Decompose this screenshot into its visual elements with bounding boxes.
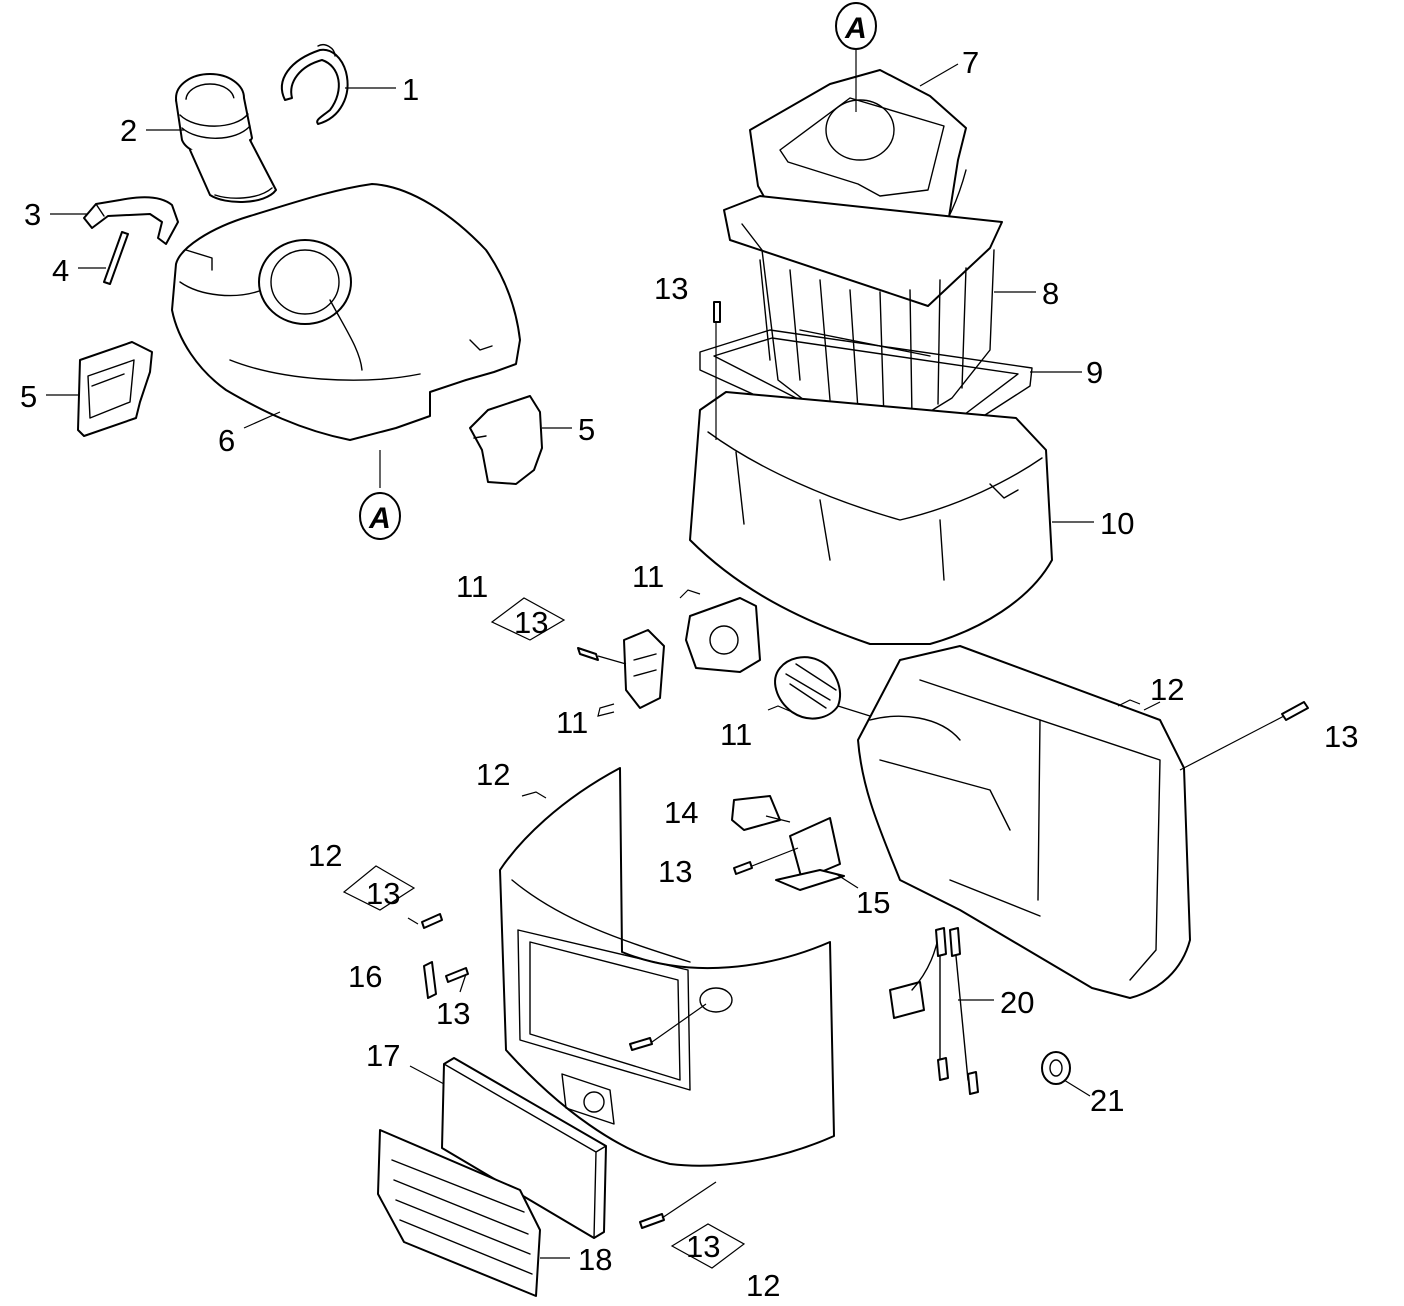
callout-label: 12 bbox=[746, 1268, 780, 1303]
part-15-switch-holder bbox=[775, 817, 845, 891]
part-12-rear-housing bbox=[857, 645, 1191, 999]
callout-label: 11 bbox=[456, 569, 488, 604]
part-18-grille bbox=[377, 1129, 541, 1297]
part-5-latch-left bbox=[77, 341, 153, 437]
callout-label: 10 bbox=[1100, 506, 1134, 541]
marker-label: A bbox=[368, 502, 391, 535]
callout-label: 9 bbox=[1086, 355, 1103, 390]
callout-label: 7 bbox=[962, 45, 979, 80]
leader-lines bbox=[46, 63, 1285, 1269]
callout-label: 13 bbox=[366, 876, 400, 911]
callout-label: 13 bbox=[658, 854, 692, 889]
reference-marker-bottom: A bbox=[359, 492, 401, 540]
callout-label: 14 bbox=[664, 795, 698, 830]
part-4-pin bbox=[103, 231, 129, 285]
callouts: 1 2 3 4 5 5 6 7 8 13 9 10 11 13 11 11 11… bbox=[20, 45, 1358, 1303]
callout-label: 3 bbox=[24, 197, 41, 232]
callout-label: 6 bbox=[218, 423, 235, 458]
callout-label: 13 bbox=[1324, 719, 1358, 754]
callout-label: 11 bbox=[632, 559, 664, 594]
callout-label: 11 bbox=[720, 717, 752, 752]
callout-label: 8 bbox=[1042, 276, 1059, 311]
callout-label: 13 bbox=[436, 996, 470, 1031]
callout-label: 5 bbox=[20, 379, 37, 414]
callout-label: 1 bbox=[402, 72, 419, 107]
part-20-cable bbox=[889, 927, 979, 1095]
callout-label: 12 bbox=[1150, 672, 1184, 707]
part-5-latch-right bbox=[469, 395, 543, 485]
callout-label: 13 bbox=[686, 1229, 720, 1264]
callout-label: 15 bbox=[856, 885, 890, 920]
part-17-filter-pad bbox=[441, 1057, 607, 1239]
callout-label: 13 bbox=[654, 271, 688, 306]
callout-label: 11 bbox=[556, 705, 588, 740]
callout-label: 2 bbox=[120, 113, 137, 148]
marker-label: A bbox=[844, 12, 867, 45]
part-2-hose-connector bbox=[175, 73, 277, 203]
callout-label: 13 bbox=[514, 605, 548, 640]
part-21-grommet bbox=[1041, 1051, 1071, 1085]
screws bbox=[421, 301, 1309, 1229]
reference-marker-top: A bbox=[835, 2, 877, 112]
callout-label: 12 bbox=[308, 838, 342, 873]
part-1-clip bbox=[280, 44, 349, 125]
callout-label: 16 bbox=[348, 959, 382, 994]
callout-label: 4 bbox=[52, 253, 69, 288]
part-10-container bbox=[689, 391, 1053, 645]
part-12-front-housing bbox=[499, 767, 835, 1167]
part-8-filter-cage bbox=[723, 195, 1003, 431]
callout-label: 21 bbox=[1090, 1083, 1124, 1118]
part-6-top-cover bbox=[171, 183, 521, 441]
callout-label: 18 bbox=[578, 1242, 612, 1277]
part-14-switch bbox=[731, 795, 781, 831]
part-16-plate bbox=[423, 961, 437, 999]
callout-label: 17 bbox=[366, 1038, 400, 1073]
callout-label: 20 bbox=[1000, 985, 1034, 1020]
part-11-switch-parts bbox=[577, 597, 841, 720]
callout-label: 5 bbox=[578, 412, 595, 447]
part-3-bracket bbox=[83, 196, 179, 245]
callout-label: 12 bbox=[476, 757, 510, 792]
